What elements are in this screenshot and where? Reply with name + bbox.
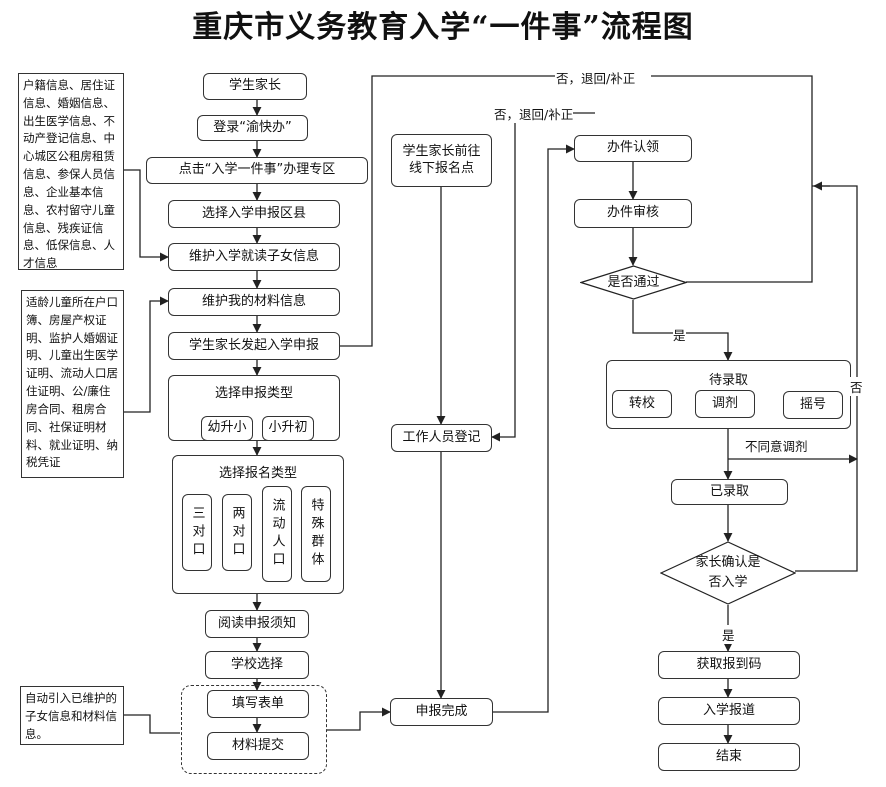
staff-register-node: 工作人员登记 [391,424,492,452]
end-node: 结束 [658,743,800,771]
choose-district-node: 选择入学申报区县 [168,200,340,228]
admitted-node: 已录取 [671,479,788,505]
claim-node: 办件认领 [574,135,692,162]
page-title: 重庆市义务教育入学“一件事”流程图 [192,10,694,45]
return-label-1: 否，退回/补正 [556,68,636,87]
option-two-match: 两对口 [222,494,252,571]
review-node: 办件审核 [574,199,692,228]
passed-decision-label: 是否通过 [607,275,660,290]
read-notice-node: 阅读申报须知 [205,610,309,638]
choose-school-node: 学校选择 [205,651,309,679]
offline-registration-node: 学生家长前往线下报名点 [391,134,492,187]
auto-import-note: 自动引入已维护的子女信息和材料信息。 [20,686,124,745]
no-label: 否 [850,377,863,396]
option-floating-population: 流动人口 [262,486,292,582]
fill-form-node: 填写表单 [207,690,309,718]
login-node: 登录“渝快办” [197,115,308,141]
initiate-node: 学生家长发起入学申报 [168,332,340,360]
parent-node: 学生家长 [203,73,307,100]
materials-note: 适龄儿童所在户口簿、房屋产权证明、监护人婚姻证明、儿童出生医学证明、流动人口居住… [21,290,124,478]
submit-materials-node: 材料提交 [207,732,309,760]
click-zone-node: 点击“入学一件事”办理专区 [146,157,368,184]
register-type-title: 选择报名类型 [218,466,297,481]
option-lottery: 摇号 [783,391,843,419]
confirm-decision-label: 家长确认是否入学 [690,553,766,592]
pending-admission-title: 待录取 [708,373,748,388]
return-label-2: 否，退回/补正 [494,104,574,123]
yes-label-2: 是 [722,625,735,644]
option-adjust: 调剂 [695,390,755,418]
option-kindergarten-to-primary: 幼升小 [201,416,253,441]
maintain-child-node: 维护入学就读子女信息 [168,243,340,271]
declare-type-group: 选择申报类型 [168,375,340,441]
option-transfer: 转校 [612,390,672,418]
declare-type-title: 选择申报类型 [214,386,293,401]
option-three-match: 三对口 [182,494,212,571]
confirm-decision-text: 家长确认是否入学 [695,555,761,590]
info-sources-note: 户籍信息、居住证信息、婚姻信息、出生医学信息、不动产登记信息、中心城区公租房租赁… [18,73,124,270]
enroll-node: 入学报道 [658,697,800,725]
get-code-node: 获取报到码 [658,651,800,679]
option-primary-to-junior: 小升初 [262,416,314,441]
confirm-decision [660,541,796,605]
option-special-group: 特殊群体 [301,486,331,582]
disagree-label: 不同意调剂 [745,436,808,455]
yes-label-1: 是 [673,325,686,344]
declaration-complete-node: 申报完成 [390,698,493,726]
form-submit-group [181,685,327,774]
passed-decision [580,265,687,300]
maintain-materials-node: 维护我的材料信息 [168,288,340,316]
